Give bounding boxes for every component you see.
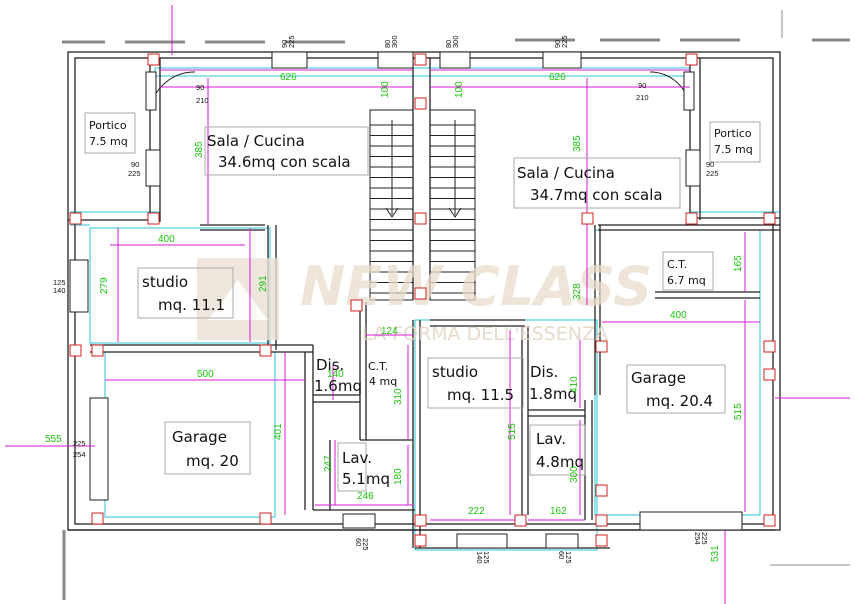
dim-310: 310 (393, 388, 404, 405)
dim-385-right: 385 (572, 135, 583, 152)
room-sala-right-name: Sala / Cucina (517, 164, 615, 182)
dim-626-right: 626 (549, 72, 566, 83)
opening-portico-left-w: 90 (131, 160, 139, 169)
dim-626-left: 626 (280, 72, 297, 83)
room-garage-right-area: mq. 20.4 (646, 392, 713, 410)
room-portico-left-area: 7.5 mq (89, 135, 128, 148)
room-studio-mid-area: mq. 11.5 (447, 386, 514, 404)
dim-100-left: 100 (380, 81, 391, 98)
opening-top4-h: 225 (560, 35, 569, 48)
room-sala-left-area: 34.6mq con scala (218, 153, 351, 171)
opening-studio-left-h: 140 (53, 286, 66, 295)
dim-410: 410 (569, 376, 580, 393)
opening-top4-w: 90 (553, 40, 562, 48)
room-lav-left-name: Lav. (342, 449, 372, 467)
dim-328: 328 (572, 283, 583, 300)
room-studio-left-area: mq. 11.1 (158, 296, 225, 314)
room-dis-left-name: Dis. (316, 356, 344, 374)
dimension-labels: 626 626 100 100 385 385 400 400 279 291 … (45, 72, 744, 562)
dim-500: 500 (197, 369, 214, 380)
dim-401: 401 (273, 423, 284, 440)
dim-279: 279 (99, 277, 110, 294)
room-garage-left-area: mq. 20 (186, 452, 239, 470)
dim-247: 247 (323, 455, 334, 472)
door-left-h: 210 (196, 96, 209, 105)
opening-bot4-w: 225 (700, 532, 709, 545)
opening-portico-right-h: 225 (706, 169, 719, 178)
dim-180: 180 (393, 468, 404, 485)
opening-top3-h: 300 (451, 35, 460, 48)
room-sala-right-area: 34.7mq con scala (530, 186, 663, 204)
door-arcs (145, 71, 695, 111)
dim-385-left: 385 (194, 141, 205, 158)
opening-bot4-h: 254 (693, 532, 702, 545)
structural-columns (69, 53, 776, 547)
label-boxes (84, 112, 761, 492)
opening-labels: 90 225 80 300 80 300 90 225 90 210 90 21… (53, 35, 719, 563)
room-portico-left-name: Portico (89, 119, 127, 132)
dim-400-right: 400 (670, 310, 687, 321)
opening-portico-right-w: 90 (706, 160, 714, 169)
room-ct-left-area: 4 mq (369, 375, 397, 388)
room-labels: Portico 7.5 mq Portico 7.5 mq Sala / Cuc… (89, 119, 753, 488)
opening-studio-left-w: 125 (53, 278, 66, 287)
dim-124: 124 (381, 326, 398, 337)
windows (69, 51, 743, 549)
site-boundary (62, 38, 850, 600)
room-studio-mid-name: studio (432, 363, 478, 381)
opening-top2-h: 300 (390, 35, 399, 48)
dim-140: 140 (327, 369, 344, 380)
dim-162: 162 (550, 506, 567, 517)
opening-top3-w: 80 (444, 40, 453, 48)
dim-300: 300 (569, 466, 580, 483)
opening-portico-left-h: 225 (128, 169, 141, 178)
dim-515-right: 515 (733, 403, 744, 420)
room-dis-left-area: 1.6mq (314, 377, 362, 395)
dim-291: 291 (258, 275, 269, 292)
room-lav-right-area: 4.8mq (536, 453, 584, 471)
opening-top2-w: 80 (383, 40, 392, 48)
room-portico-right-name: Portico (714, 127, 752, 140)
room-ct-left-name: C.T. (368, 360, 388, 373)
room-lav-left-area: 5.1mq (342, 470, 390, 488)
opening-bot2-w: 125 (482, 551, 491, 564)
room-studio-left-name: studio (142, 273, 188, 291)
dim-165: 165 (733, 255, 744, 272)
door-right-w: 90 (638, 81, 646, 90)
opening-bot2-h: 140 (475, 551, 484, 564)
stairs (369, 109, 476, 301)
dim-222: 222 (468, 506, 485, 517)
opening-bot3-w: 125 (564, 551, 573, 564)
room-garage-right-name: Garage (631, 369, 686, 387)
watermark-tagline: LA FORMA DELL'ESSENZA (362, 323, 608, 345)
door-right-h: 210 (636, 93, 649, 102)
opening-bot1-w: 225 (361, 538, 370, 551)
watermark: NEW CLASS LA FORMA DELL'ESSENZA (197, 255, 652, 345)
room-ct-right-area: 6.7 mq (667, 274, 706, 287)
room-dis-right-area: 1.8mq (529, 385, 577, 403)
dim-555: 555 (45, 434, 62, 445)
room-lav-right-name: Lav. (536, 430, 566, 448)
room-garage-left-name: Garage (172, 428, 227, 446)
room-ct-right-name: C.T. (667, 258, 687, 271)
dim-515-mid: 515 (507, 423, 518, 440)
opening-bot1-h: 60 (354, 538, 363, 546)
room-portico-right-area: 7.5 mq (714, 143, 753, 156)
dimension-lines (5, 5, 850, 604)
dim-531: 531 (710, 545, 721, 562)
dim-100-right: 100 (454, 81, 465, 98)
opening-garage-left-w: 225 (73, 439, 86, 448)
opening-top1-h: 225 (287, 35, 296, 48)
opening-top1-w: 90 (280, 40, 289, 48)
door-left-w: 90 (196, 83, 204, 92)
room-dis-right-name: Dis. (530, 363, 558, 381)
room-sala-left-name: Sala / Cucina (207, 132, 305, 150)
dim-400-left: 400 (158, 234, 175, 245)
opening-bot3-h: 60 (557, 551, 566, 559)
opening-garage-left-h: 254 (73, 450, 86, 459)
dim-246: 246 (357, 491, 374, 502)
